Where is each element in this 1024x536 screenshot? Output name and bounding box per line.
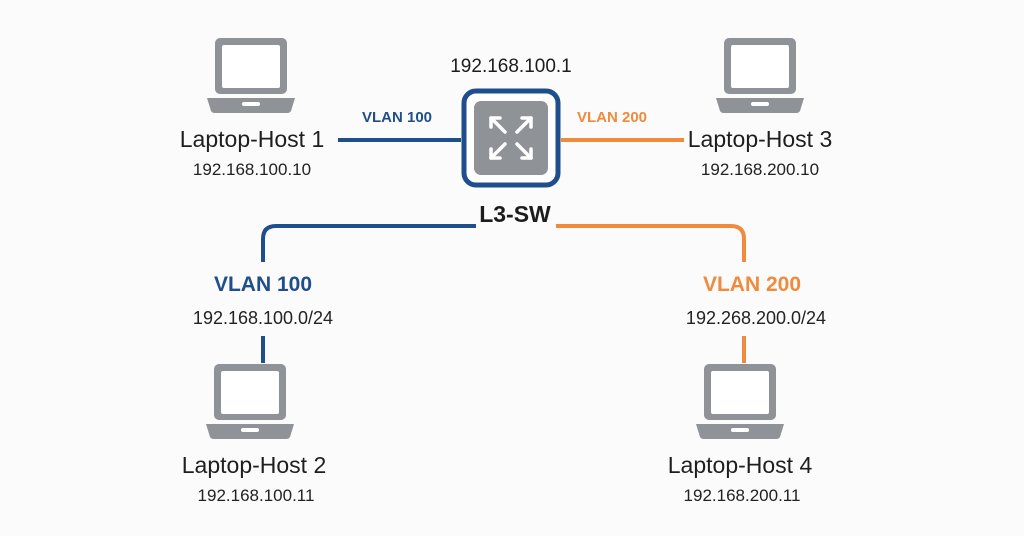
layer3-switch-icon[interactable] [461, 88, 561, 188]
host-name: Laptop-Host 4 [667, 452, 813, 478]
host-ip: 192.168.200.10 [700, 160, 820, 179]
host-ip: 192.168.200.11 [683, 486, 801, 505]
link-vlan100-label: VLAN 100 [362, 109, 433, 126]
segment-vlan100-label: VLAN 100 [213, 273, 313, 296]
laptop-icon[interactable] [695, 362, 785, 442]
link-vlan200-label: VLAN 200 [577, 109, 648, 126]
host-name: Laptop-Host 2 [181, 452, 327, 478]
segment-vlan200-label: VLAN 200 [702, 273, 802, 296]
segment-vlan200-subnet: 192.268.200.0/24 [685, 308, 827, 328]
laptop-icon[interactable] [715, 36, 805, 116]
switch-name: L3-SW [479, 201, 551, 227]
trunk-vlan200 [556, 224, 746, 262]
segment-vlan100-subnet: 192.168.100.0/24 [192, 308, 334, 328]
host-name: Laptop-Host 1 [179, 126, 325, 152]
host-ip: 192.168.100.10 [192, 160, 312, 179]
switch-ip: 192.168.100.1 [450, 56, 572, 77]
host-name: Laptop-Host 3 [687, 126, 833, 152]
trunk-vlan100 [261, 224, 476, 262]
laptop-icon[interactable] [205, 362, 295, 442]
host-ip: 192.168.100.11 [197, 486, 315, 505]
laptop-icon[interactable] [206, 36, 296, 116]
